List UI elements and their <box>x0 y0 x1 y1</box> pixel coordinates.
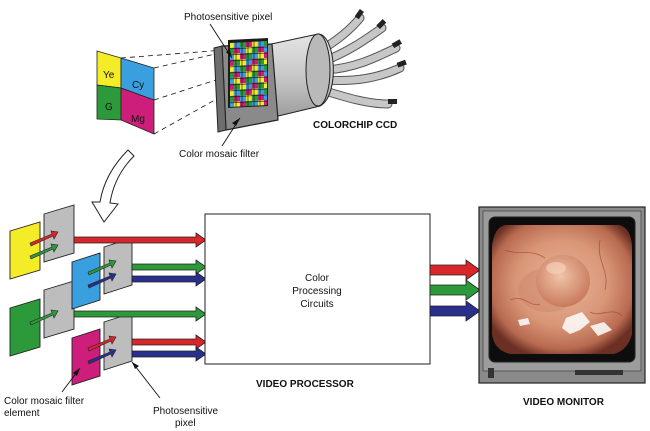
mosaic-label-cy: Cy <box>132 80 144 91</box>
curved-flow-arrow <box>91 149 135 223</box>
mosaic-label-g: G <box>105 102 113 113</box>
mosaic-label-ye: Ye <box>103 70 115 81</box>
mosaic-detail: Ye Cy G Mg <box>96 49 225 135</box>
polyp <box>536 255 590 307</box>
video-processor-box <box>204 213 431 365</box>
filter-element-magenta <box>71 328 101 386</box>
mosaic-filter-grid <box>230 41 267 107</box>
rgb-output-arrows <box>429 259 481 322</box>
label-photosensitive-bottom-line2: pixel <box>175 418 196 429</box>
processor-text-line2: Processing <box>292 286 341 297</box>
video-monitor <box>478 206 646 384</box>
label-colorchip-ccd: COLORCHIP CCD <box>313 120 397 131</box>
processor-text-line1: Color <box>305 273 330 284</box>
colorchip-ccd <box>213 9 407 133</box>
filter-element-yellow <box>9 221 41 280</box>
label-filter-element-line2: element <box>4 408 40 419</box>
label-color-mosaic-filter: Color mosaic filter <box>179 149 260 160</box>
filter-element-green <box>9 298 41 357</box>
label-filter-element-line1: Color mosaic filter <box>4 396 85 407</box>
label-photosensitive-pixel-top: Photosensitive pixel <box>184 12 272 23</box>
label-video-processor: VIDEO PROCESSOR <box>256 379 355 390</box>
filter-element-cyan <box>71 252 101 310</box>
label-video-monitor: VIDEO MONITOR <box>523 397 605 408</box>
mosaic-label-mg: Mg <box>131 114 145 125</box>
label-photosensitive-bottom-line1: Photosensitive <box>153 406 218 417</box>
processor-text-line3: Circuits <box>300 299 333 310</box>
filter-pixel-array <box>9 204 207 386</box>
